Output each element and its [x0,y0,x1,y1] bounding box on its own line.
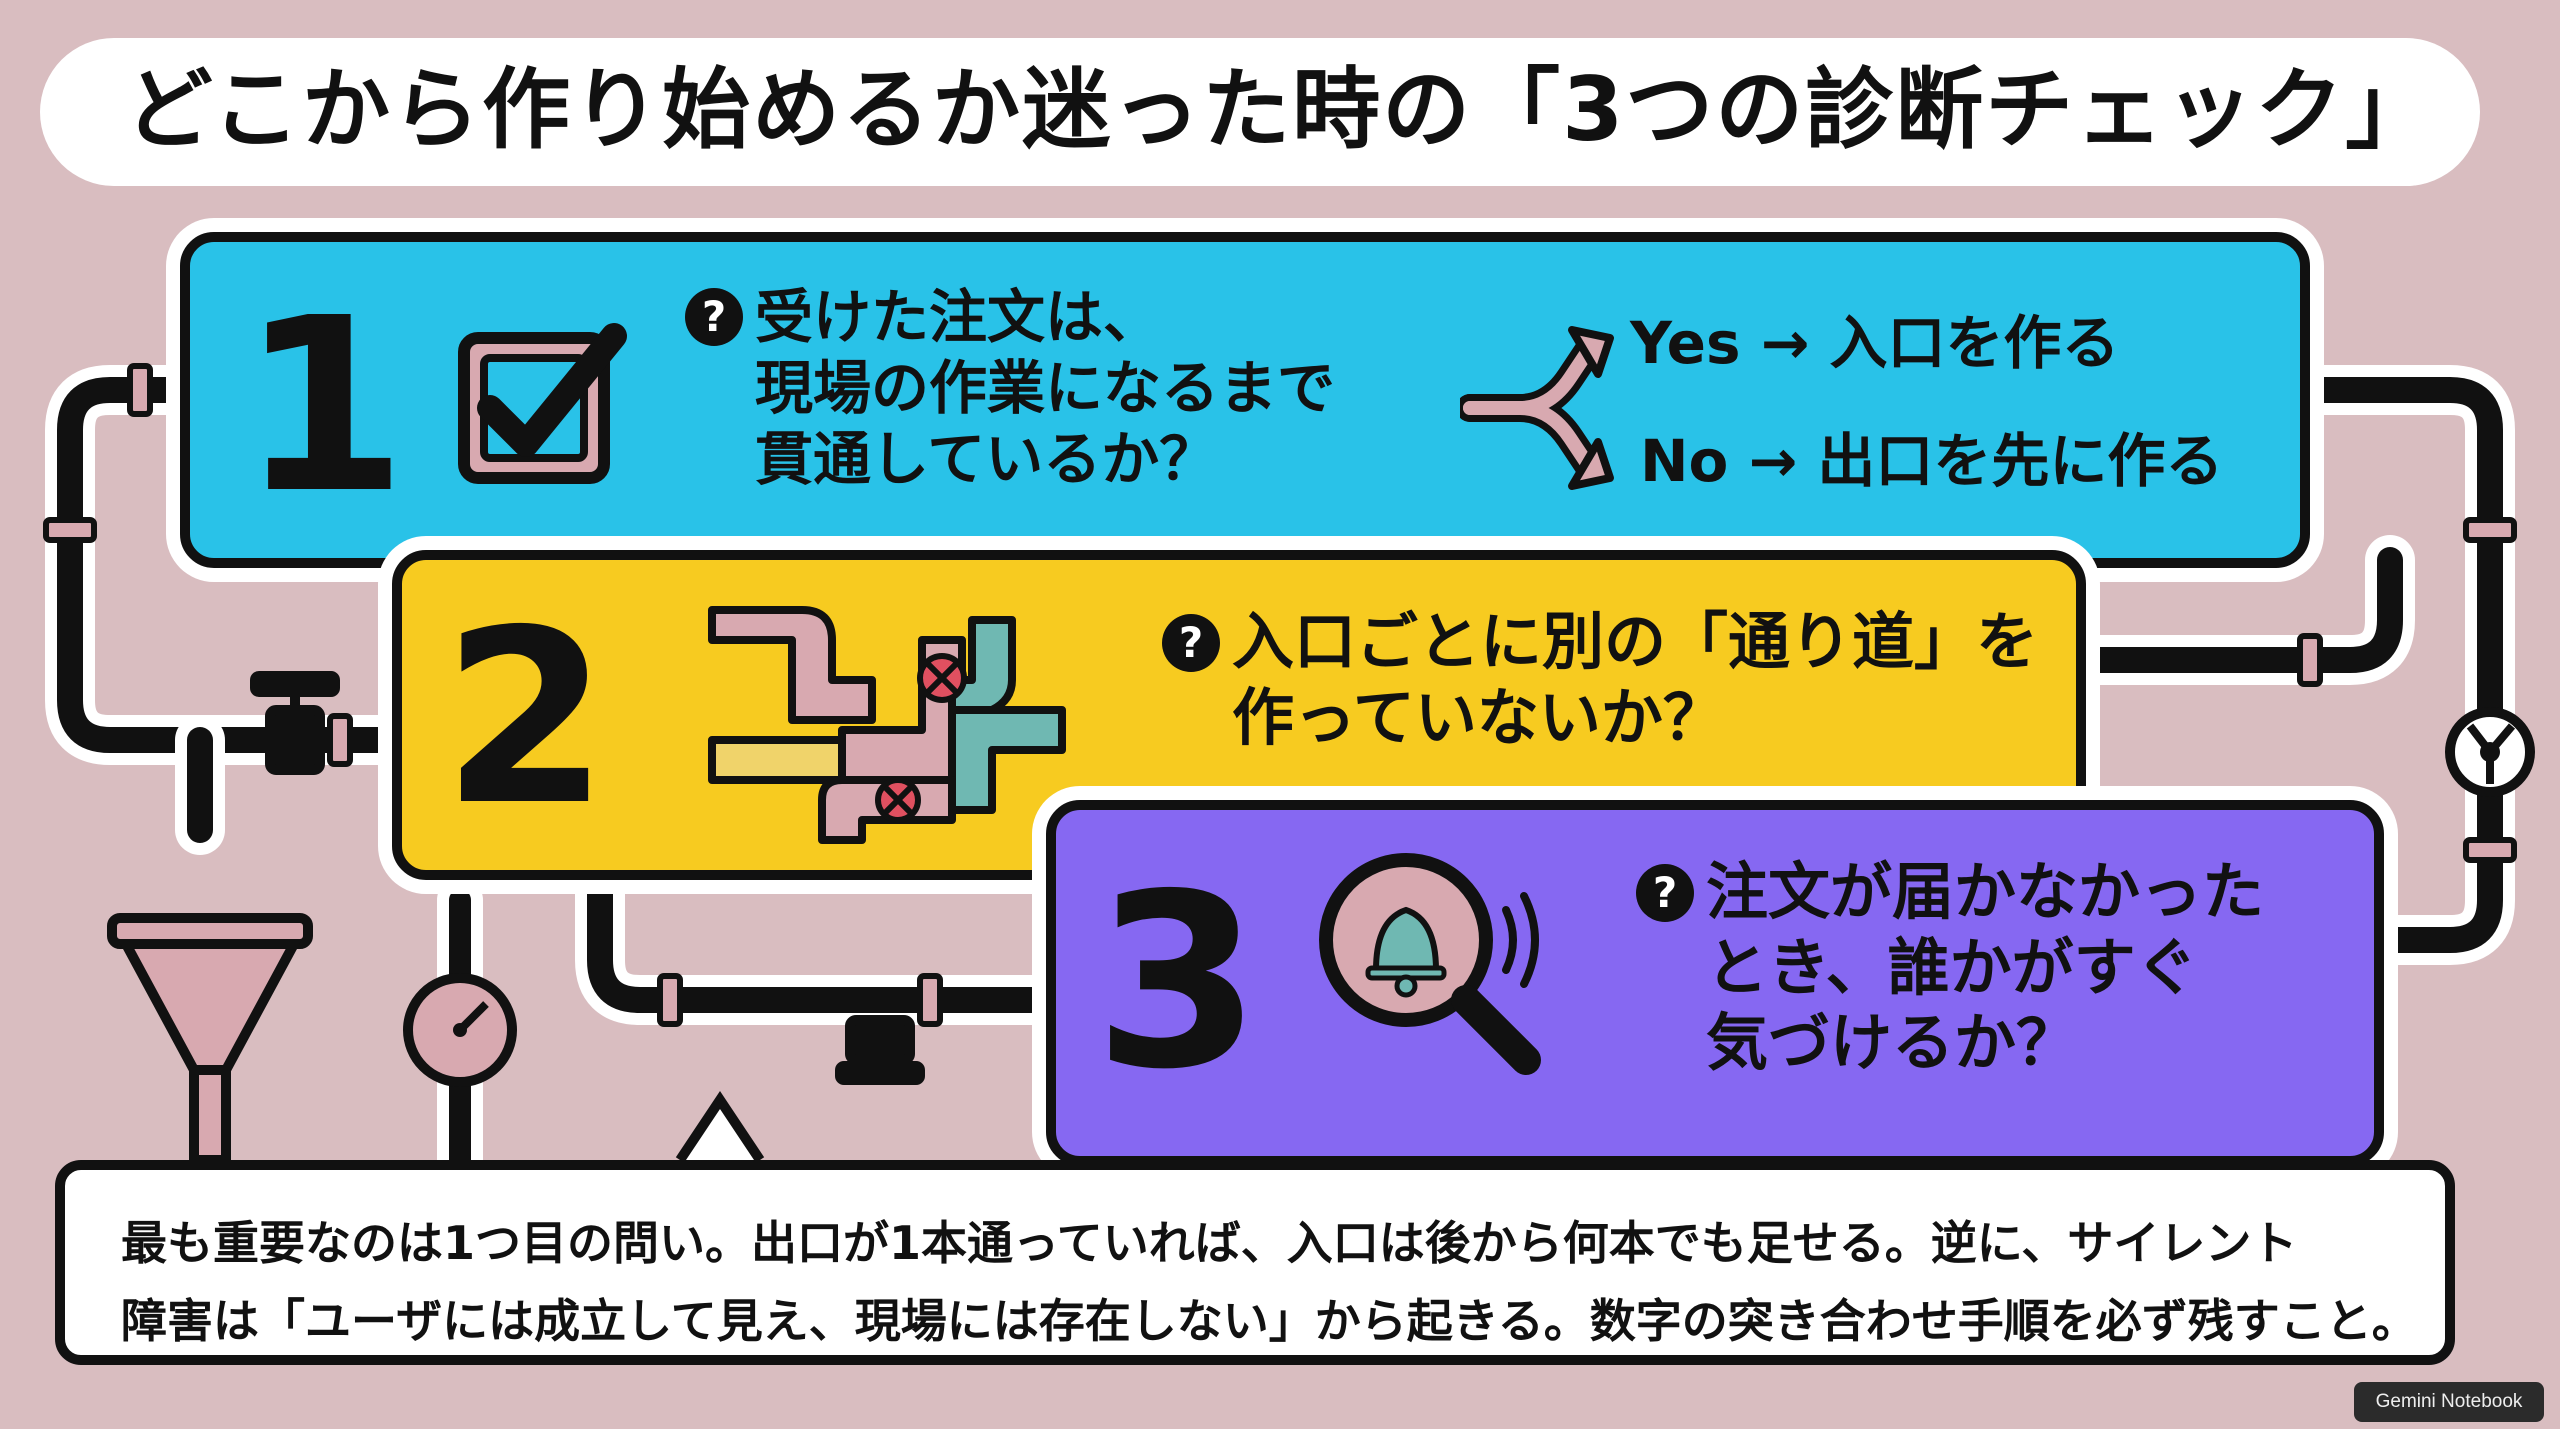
note-line-2: 障害は「ユーザには成立して見え、現場には存在しない」から起きる。数字の突き合わせ… [121,1294,2418,1348]
check-number-2: 2 [442,578,609,858]
branch-yes: Yes → 入口を作る [1630,309,2120,377]
check-number-3: 3 [1094,842,1261,1122]
page-title: どこから作り始めるか迷った時の「3つの診断チェック」 [124,58,2436,161]
check-card-3: 3 ?注文が届かなかった とき、誰かがすぐ 気づけるか？ [1046,800,2384,1166]
question-mark-icon: ? [685,288,743,346]
title-background [40,38,2480,186]
check-card-2: 2 ?入口ごとに別の「通り道」を 作っていないか？ [392,550,2086,880]
bell-magnifier-icon [1319,853,1541,1075]
check-number-1: 1 [240,266,407,546]
check-1-question: ?受けた注文は、 現場の作業になるまで 貫通しているか？ [685,282,1335,494]
checkbox-icon [458,323,627,484]
check-card-1: 1 ?受けた注文は、 現場の作業になるまで 貫通しているか？ Yes → 入口を… [180,232,2310,568]
summary-note: 最も重要なのは1つ目の問い。出口が1本通っていれば、入口は後から何本でも足せる。… [55,1160,2455,1365]
note-line-1: 最も重要なのは1つ目の問い。出口が1本通っていれば、入口は後から何本でも足せる。… [121,1216,2298,1270]
branch-no: No → 出口を先に作る [1640,427,2224,495]
fork-arrow-icon [1460,326,1614,490]
question-mark-icon: ? [1162,614,1220,672]
check-3-question: ?注文が届かなかった とき、誰かがすぐ 気づけるか？ [1636,854,2264,1081]
pipes-icon [708,606,1066,844]
check-2-question: ?入口ごとに別の「通り道」を 作っていないか？ [1162,604,2038,755]
footer-badge: Gemini Notebook [2354,1382,2544,1422]
question-mark-icon: ? [1636,864,1694,922]
